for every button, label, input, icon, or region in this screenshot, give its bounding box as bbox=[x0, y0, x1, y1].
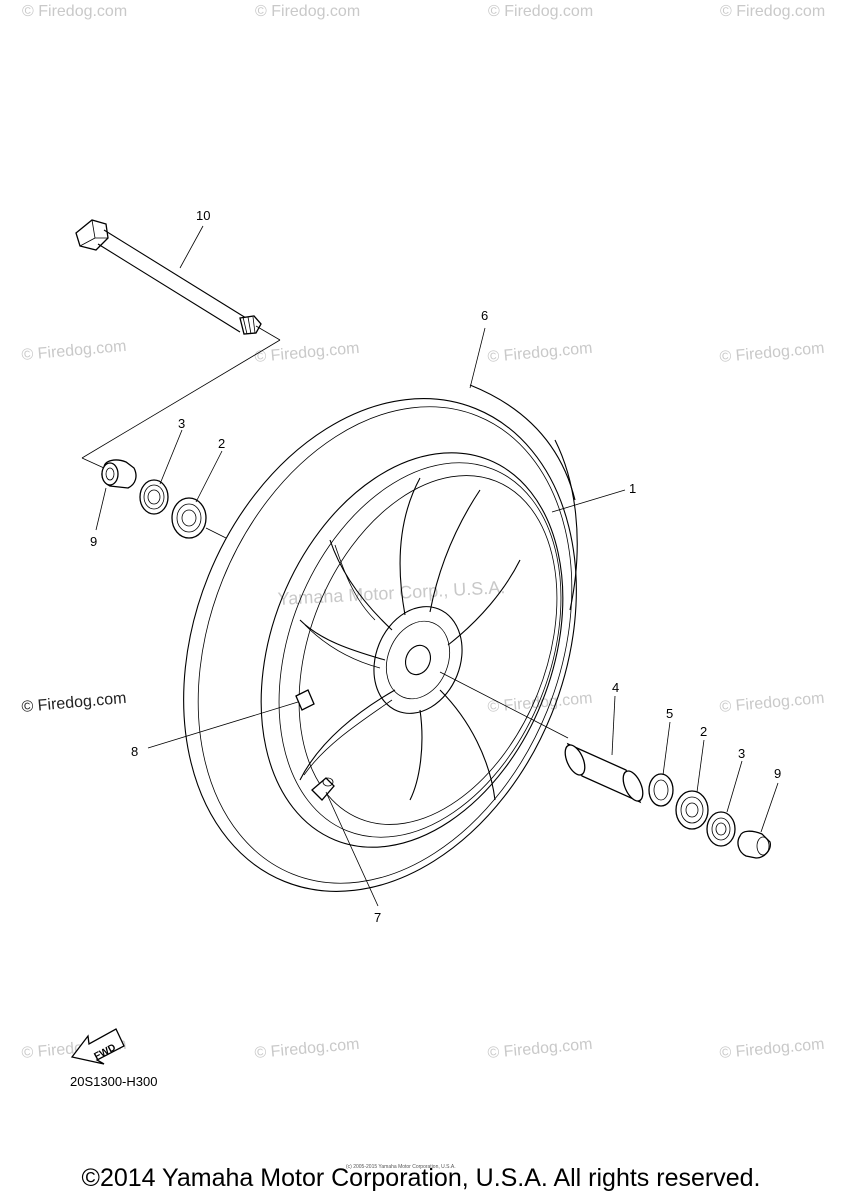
callout-4: 4 bbox=[612, 680, 619, 695]
callout-2-left: 2 bbox=[218, 436, 225, 451]
diagram-code: 20S1300-H300 bbox=[70, 1074, 157, 1089]
leader-lines bbox=[95, 225, 779, 907]
callouts: 10 6 3 2 9 1 4 5 2 3 9 8 7 bbox=[90, 208, 781, 925]
watermark: © Firedog.com bbox=[720, 3, 825, 20]
callout-3-left: 3 bbox=[178, 416, 185, 431]
callout-5: 5 bbox=[666, 706, 673, 721]
spacer-part bbox=[564, 742, 644, 804]
watermark: © Firedog.com bbox=[22, 3, 127, 20]
watermark: © Firedog.com bbox=[719, 690, 825, 716]
copyright-notice: ©2014 Yamaha Motor Corporation, U.S.A. A… bbox=[82, 1164, 761, 1192]
left-bearing-part bbox=[171, 497, 207, 539]
watermark-center: Yamaha Motor Corp., U.S.A. bbox=[277, 577, 506, 609]
watermark: © Firedog.com bbox=[21, 338, 127, 364]
watermark-grid: © Firedog.com © Firedog.com © Firedog.co… bbox=[21, 3, 825, 1062]
axle-part bbox=[75, 219, 262, 335]
callout-3-right: 3 bbox=[738, 746, 745, 761]
watermark: © Firedog.com bbox=[487, 1036, 593, 1062]
callout-1: 1 bbox=[629, 481, 636, 496]
forward-arrow-icon: FWD bbox=[70, 1028, 125, 1065]
watermark: © Firedog.com bbox=[21, 690, 127, 716]
left-collar-part bbox=[101, 459, 137, 489]
watermark: © Firedog.com bbox=[254, 1036, 360, 1062]
watermark: © Firedog.com bbox=[719, 340, 825, 366]
right-oil-seal-part bbox=[648, 773, 674, 807]
watermark: © Firedog.com bbox=[719, 1036, 825, 1062]
callout-9-right: 9 bbox=[774, 766, 781, 781]
right-bearing-part bbox=[675, 790, 709, 830]
watermark: © Firedog.com bbox=[255, 3, 360, 20]
watermark: © Firedog.com bbox=[254, 340, 360, 366]
left-oil-seal-part bbox=[139, 479, 169, 515]
callout-10: 10 bbox=[196, 208, 210, 223]
right-collar-part bbox=[737, 830, 771, 859]
assembly-lines bbox=[81, 325, 569, 739]
watermark: © Firedog.com bbox=[487, 690, 593, 716]
callout-2-right: 2 bbox=[700, 724, 707, 739]
right-oil-seal-2-part bbox=[706, 811, 736, 847]
watermark: © Firedog.com bbox=[488, 3, 593, 20]
callout-8: 8 bbox=[131, 744, 138, 759]
fine-print: (c) 2005-2015 Yamaha Motor Corporation, … bbox=[346, 1164, 456, 1170]
watermark: © Firedog.com bbox=[487, 340, 593, 366]
wheel-assembly bbox=[183, 384, 578, 892]
callout-6: 6 bbox=[481, 308, 488, 323]
callout-7: 7 bbox=[374, 910, 381, 925]
callout-9-left: 9 bbox=[90, 534, 97, 549]
